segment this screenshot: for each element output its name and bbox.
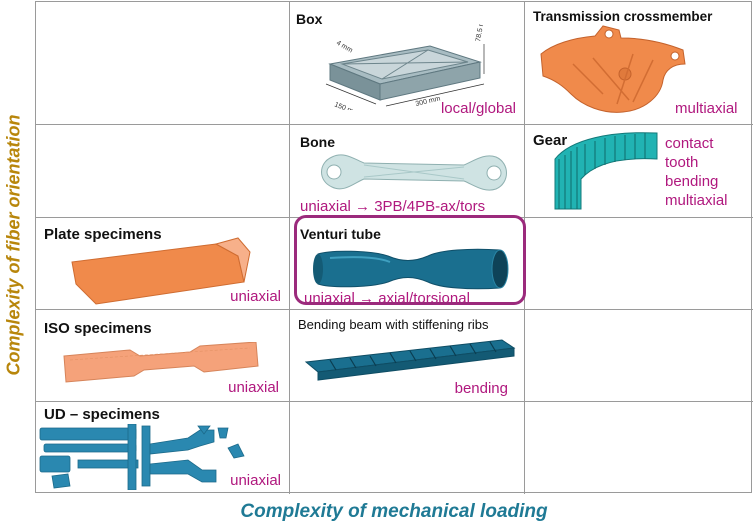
transmission-load: multiaxial [675,100,738,117]
bending-beam-image [304,339,516,381]
cell-empty-r5c3 [525,402,753,494]
box-dim-d1: 4 mm [335,40,354,55]
gear-load-line-4: multiaxial [665,192,728,209]
cell-box: Box 150 mm 300 mm 78.5 mm 4 mm local/glo… [290,2,525,125]
cell-plate: Plate specimens uniaxial [36,218,290,310]
cell-transmission: Transmission crossmember multiaxial [525,2,753,125]
plate-title: Plate specimens [44,226,162,243]
gear-title: Gear [533,132,568,149]
cell-ud: UD – specimens uniaxial [36,402,290,494]
gear-image [554,132,658,210]
cell-empty-r4c3 [525,310,753,402]
cell-bone: Bone uniaxial → 3PB/4PB-ax/tors [290,125,525,218]
iso-load: uniaxial [228,379,279,396]
box-load: local/global [440,100,516,117]
gear-load: contact tooth bending multiaxial [665,134,728,210]
ud-specimens-image [39,424,245,490]
venturi-title: Venturi tube [300,226,381,242]
box-title: Box [296,11,323,27]
venturi-tube-image [313,248,509,290]
box-dim-d4: 300 mm [415,95,441,108]
gear-load-line-3: bending [665,173,719,190]
box-image: 150 mm 300 mm 78.5 mm 4 mm [325,24,487,110]
cell-iso: ISO specimens uniaxial [36,310,290,402]
iso-title: ISO specimens [44,320,152,337]
ud-load: uniaxial [230,472,281,489]
cell-empty-r3c3 [525,218,753,310]
cell-beam: Bending beam with stiffening ribs bendin… [290,310,525,402]
x-axis-title: Complexity of mechanical loading [240,501,548,522]
bone-load: uniaxial → 3PB/4PB-ax/tors [300,198,486,215]
gear-load-line-2: tooth [665,154,699,171]
ud-title: UD – specimens [44,406,160,423]
transmission-title: Transmission crossmember [533,9,713,24]
plate-specimen-image [71,237,251,305]
plate-load: uniaxial [230,288,281,305]
cell-empty-r5c2 [290,402,525,494]
bone-title: Bone [300,134,335,150]
cell-empty-r1c1 [36,2,290,125]
gear-load-line-1: contact [665,135,714,152]
iso-specimen-image [63,342,259,383]
box-dim-d3: 150 mm [333,101,359,110]
box-dim-d2: 78.5 mm [475,24,487,42]
transmission-crossmember-image [540,25,686,113]
loading-orientation-matrix: Box 150 mm 300 mm 78.5 mm 4 mm local/glo… [35,1,753,494]
cell-gear: Gear contact tooth bending multiaxial [525,125,753,218]
beam-title: Bending beam with stiffening ribs [298,317,489,332]
beam-load: bending [454,380,508,397]
venturi-highlight-frame [294,215,526,305]
cell-empty-r2c1 [36,125,290,218]
bone-image [321,154,507,191]
y-axis-title: Complexity of fiber orientation [3,114,24,376]
